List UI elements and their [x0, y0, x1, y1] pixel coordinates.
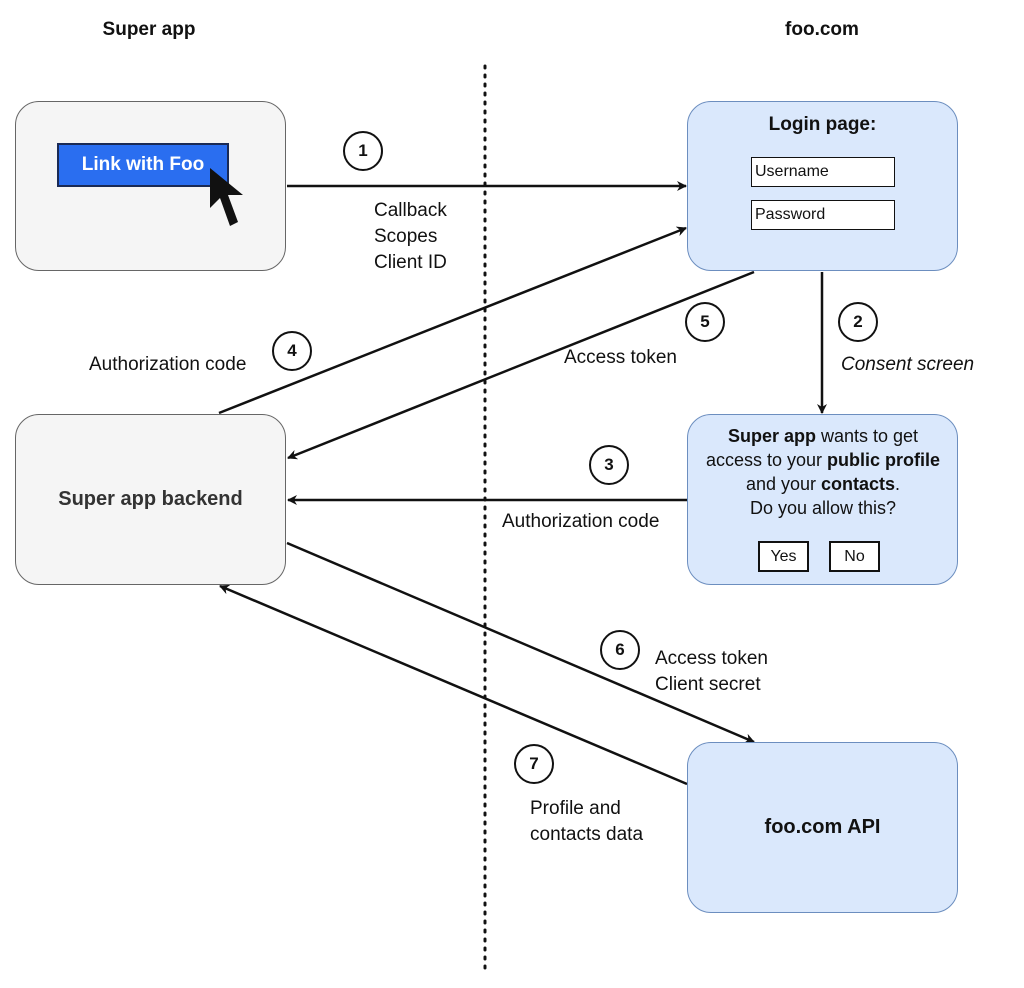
arrow-5-login-to-backend: [287, 270, 755, 460]
foo-com-api-box: foo.com API: [687, 742, 958, 913]
step-6-label: Access token Client secret: [655, 646, 768, 698]
foo-com-api-label: foo.com API: [764, 816, 881, 838]
password-field[interactable]: Password: [751, 200, 895, 230]
username-field[interactable]: Username: [751, 157, 895, 187]
step-7-marker: 7: [514, 744, 554, 784]
step-4-marker: 4: [272, 331, 312, 371]
step-2-label: Consent screen: [841, 352, 974, 378]
step-6-marker: 6: [600, 630, 640, 670]
consent-line1-text: wants to get: [815, 426, 919, 446]
column-title-super-app: Super app: [102, 19, 196, 40]
no-button[interactable]: No: [829, 541, 880, 572]
column-title-foo-com: foo.com: [785, 19, 859, 40]
step-1-label: Callback Scopes Client ID: [374, 198, 447, 276]
step-5-label: Access token: [564, 345, 677, 371]
step-1-label-line: Scopes: [374, 226, 438, 247]
step-3-label-line: Authorization code: [502, 511, 660, 532]
step-6-label-line: Client secret: [655, 674, 761, 695]
step-1-marker: 1: [343, 131, 383, 171]
step-6-label-line: Access token: [655, 648, 768, 669]
super-app-backend-label: Super app backend: [58, 488, 243, 510]
step-2-marker: 2: [838, 302, 878, 342]
consent-text: Super app wants to get access to your pu…: [688, 424, 958, 520]
step-1-label-line: Callback: [374, 200, 447, 221]
step-1-label-line: Client ID: [374, 252, 447, 273]
step-7-label-line: Profile and: [530, 798, 621, 819]
consent-question: Do you allow this?: [749, 498, 897, 518]
login-page-title: Login page:: [768, 114, 877, 135]
consent-app-name: Super app: [727, 426, 816, 446]
step-7-label-line: contacts data: [530, 824, 644, 845]
arrow-4-backend-to-login: [218, 226, 687, 415]
consent-line3-text: and your: [745, 474, 821, 494]
cursor-arrow-icon: [210, 168, 243, 226]
consent-screen-box: [687, 414, 958, 585]
arrow-6-backend-to-api: [286, 541, 755, 744]
step-4-label: Authorization code: [89, 352, 246, 378]
arrow-7-api-to-backend: [219, 584, 688, 786]
step-5-label-line: Access token: [564, 347, 677, 368]
consent-line2-text: access to your: [705, 450, 828, 470]
super-app-backend-box: Super app backend: [15, 414, 286, 585]
consent-line3-end: .: [895, 474, 901, 494]
step-5-marker: 5: [685, 302, 725, 342]
link-with-foo-button[interactable]: Link with Foo: [57, 143, 229, 187]
consent-public-profile: public profile: [827, 450, 941, 470]
step-3-marker: 3: [589, 445, 629, 485]
consent-contacts: contacts: [821, 474, 896, 494]
step-2-label-line: Consent screen: [841, 354, 975, 375]
step-7-label: Profile and contacts data: [530, 796, 643, 848]
step-4-label-line: Authorization code: [89, 354, 247, 375]
yes-button[interactable]: Yes: [758, 541, 809, 572]
step-3-label: Authorization code: [502, 509, 659, 535]
